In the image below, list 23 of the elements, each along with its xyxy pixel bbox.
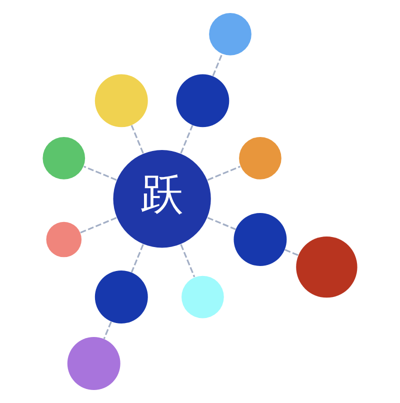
connector (180, 125, 194, 154)
connector (207, 217, 236, 230)
connector (80, 217, 117, 234)
connector (130, 125, 144, 154)
node-circle (239, 137, 282, 180)
connector (130, 244, 144, 273)
connector (180, 244, 196, 278)
node-circle (67, 337, 120, 390)
connector (284, 249, 298, 256)
connector (207, 166, 240, 181)
connector (84, 166, 117, 181)
node-circle: 跃 (113, 150, 211, 248)
node-circle (234, 213, 287, 266)
node-circle (46, 222, 82, 258)
node-circle (94, 270, 148, 324)
node-circle (182, 276, 224, 318)
node-circle (176, 74, 230, 128)
connector (103, 321, 112, 340)
connector (212, 54, 223, 76)
node-circle (209, 13, 252, 56)
node-circle (296, 236, 358, 298)
node-circle (42, 137, 86, 180)
node-circle (94, 74, 148, 128)
